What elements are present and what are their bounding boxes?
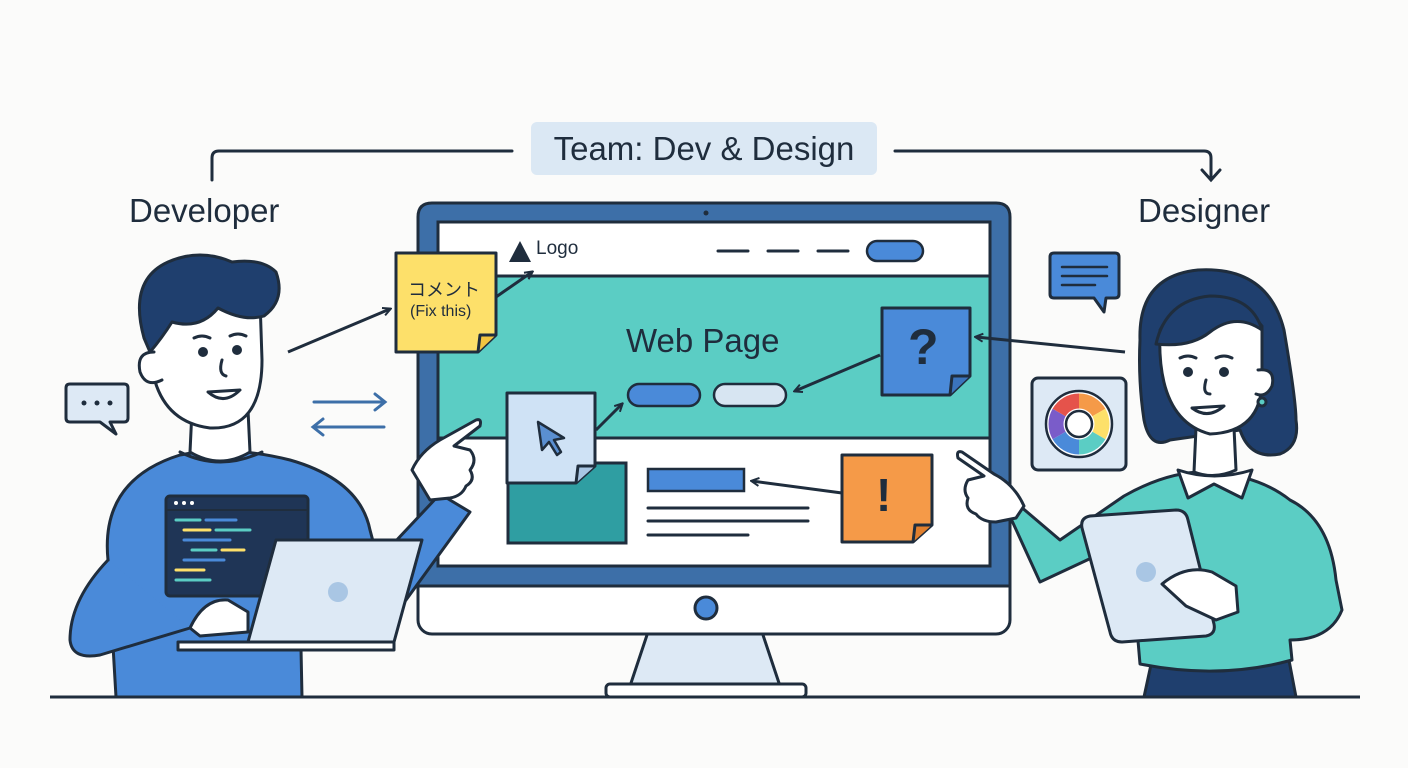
code-lines [174, 518, 252, 582]
designer-pointing-hand [956, 450, 1026, 524]
exclamation-mark: ! [876, 469, 892, 521]
designer-head [1138, 268, 1299, 477]
laptop-base [176, 640, 396, 652]
monitor-stand [627, 630, 783, 688]
monitor-base [604, 682, 808, 699]
designer-label: Designer [1138, 192, 1271, 229]
exclamation-sticky-note [840, 453, 934, 544]
developer-pointing-hand [410, 418, 482, 502]
team-bracket [210, 149, 1222, 183]
developer-head [137, 253, 281, 463]
web-page-heading: Web Page [626, 322, 780, 359]
monitor-button [693, 595, 719, 621]
hero-secondary-button[interactable] [712, 382, 788, 408]
developer-label: Developer [129, 192, 280, 229]
designer-tablet-hand [1160, 568, 1240, 622]
swap-arrows-icon [310, 392, 388, 437]
site-logo-text: Logo [536, 238, 579, 259]
comment-sticky-note [394, 251, 498, 354]
nav-pill-button[interactable] [865, 239, 925, 263]
logo-triangle-icon [509, 241, 531, 262]
developer-hair [137, 253, 281, 354]
hero-primary-button[interactable] [626, 382, 702, 408]
question-sticky-note [880, 306, 972, 397]
monitor-camera [703, 210, 709, 216]
message-bubble-icon [1048, 251, 1121, 314]
laptop [176, 538, 424, 652]
comment-note-line1: コメント [408, 280, 480, 300]
color-wheel-card [1030, 376, 1128, 472]
content-blue-bar [646, 467, 746, 493]
question-mark: ? [908, 319, 939, 375]
team-label: Team: Dev & Design [531, 122, 877, 175]
chat-bubble-icon [64, 382, 130, 436]
developer-left-hand [188, 598, 250, 638]
code-editor-dots [174, 501, 194, 505]
cursor-arrow-icon [536, 420, 566, 457]
tablet [1080, 508, 1216, 644]
content-text-lines [646, 506, 810, 537]
annotation-arrows [287, 272, 1126, 495]
comment-note-line2: (Fix this) [410, 303, 472, 320]
